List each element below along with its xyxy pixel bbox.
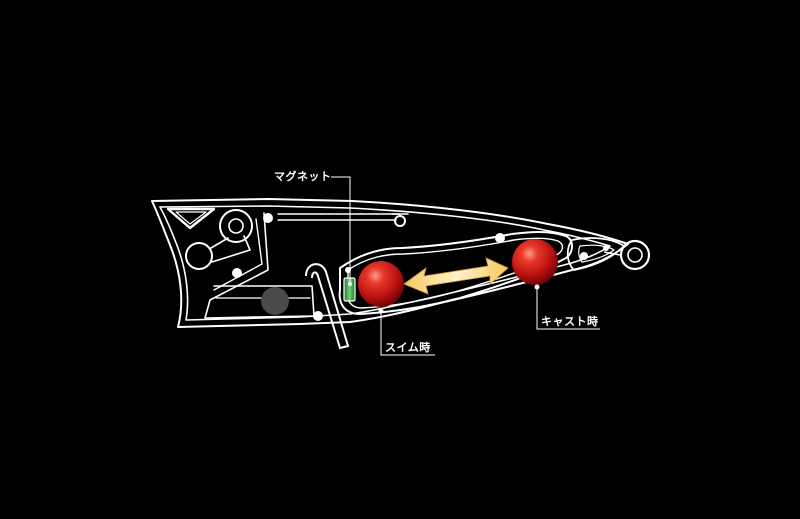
swim-leader: [380, 312, 435, 356]
lure-body: [151, 198, 629, 328]
magnet-leader: [331, 176, 351, 284]
rattle-beads: [232, 213, 505, 321]
weight-ball-icon: [512, 239, 558, 285]
weight-tunnel-inner: [346, 237, 564, 309]
tail-frame: [566, 237, 625, 271]
leader-dots: [348, 282, 540, 314]
bead: [313, 311, 323, 321]
double-arrow-icon: [403, 257, 509, 295]
hook-hanger-icon: [394, 215, 406, 227]
tail-dot-2: [603, 245, 609, 251]
wire-hook: [305, 263, 350, 350]
front-triangle-inner: [175, 211, 207, 225]
fixed-weight-disc: [261, 287, 289, 315]
tail-details: [580, 245, 609, 260]
bead: [495, 233, 505, 243]
front-triangle: [166, 207, 216, 230]
head-brace: [210, 235, 251, 263]
upper-slot: [277, 213, 401, 221]
bead: [263, 213, 273, 223]
weight-tunnel-outer: [338, 231, 573, 315]
front-chamber-wall: [204, 212, 269, 319]
lower-compartment: [205, 285, 315, 319]
front-chamber-wall-inner: [213, 218, 263, 291]
cast-leader: [536, 287, 600, 330]
swim-label: スイム時: [385, 341, 431, 354]
weight-ball-icon: [358, 261, 404, 307]
cast-label: キャスト時: [541, 315, 599, 328]
line-tie-eye-icon: [603, 239, 651, 271]
head-ring: [219, 209, 253, 243]
head-port: [185, 242, 213, 270]
head-ring-inner: [228, 218, 244, 234]
leader-lines: [331, 176, 600, 356]
magnet-label: マグネット: [274, 170, 332, 183]
bead: [232, 268, 242, 278]
tail-dot: [580, 252, 588, 260]
tail-frame-inner: [578, 244, 615, 263]
